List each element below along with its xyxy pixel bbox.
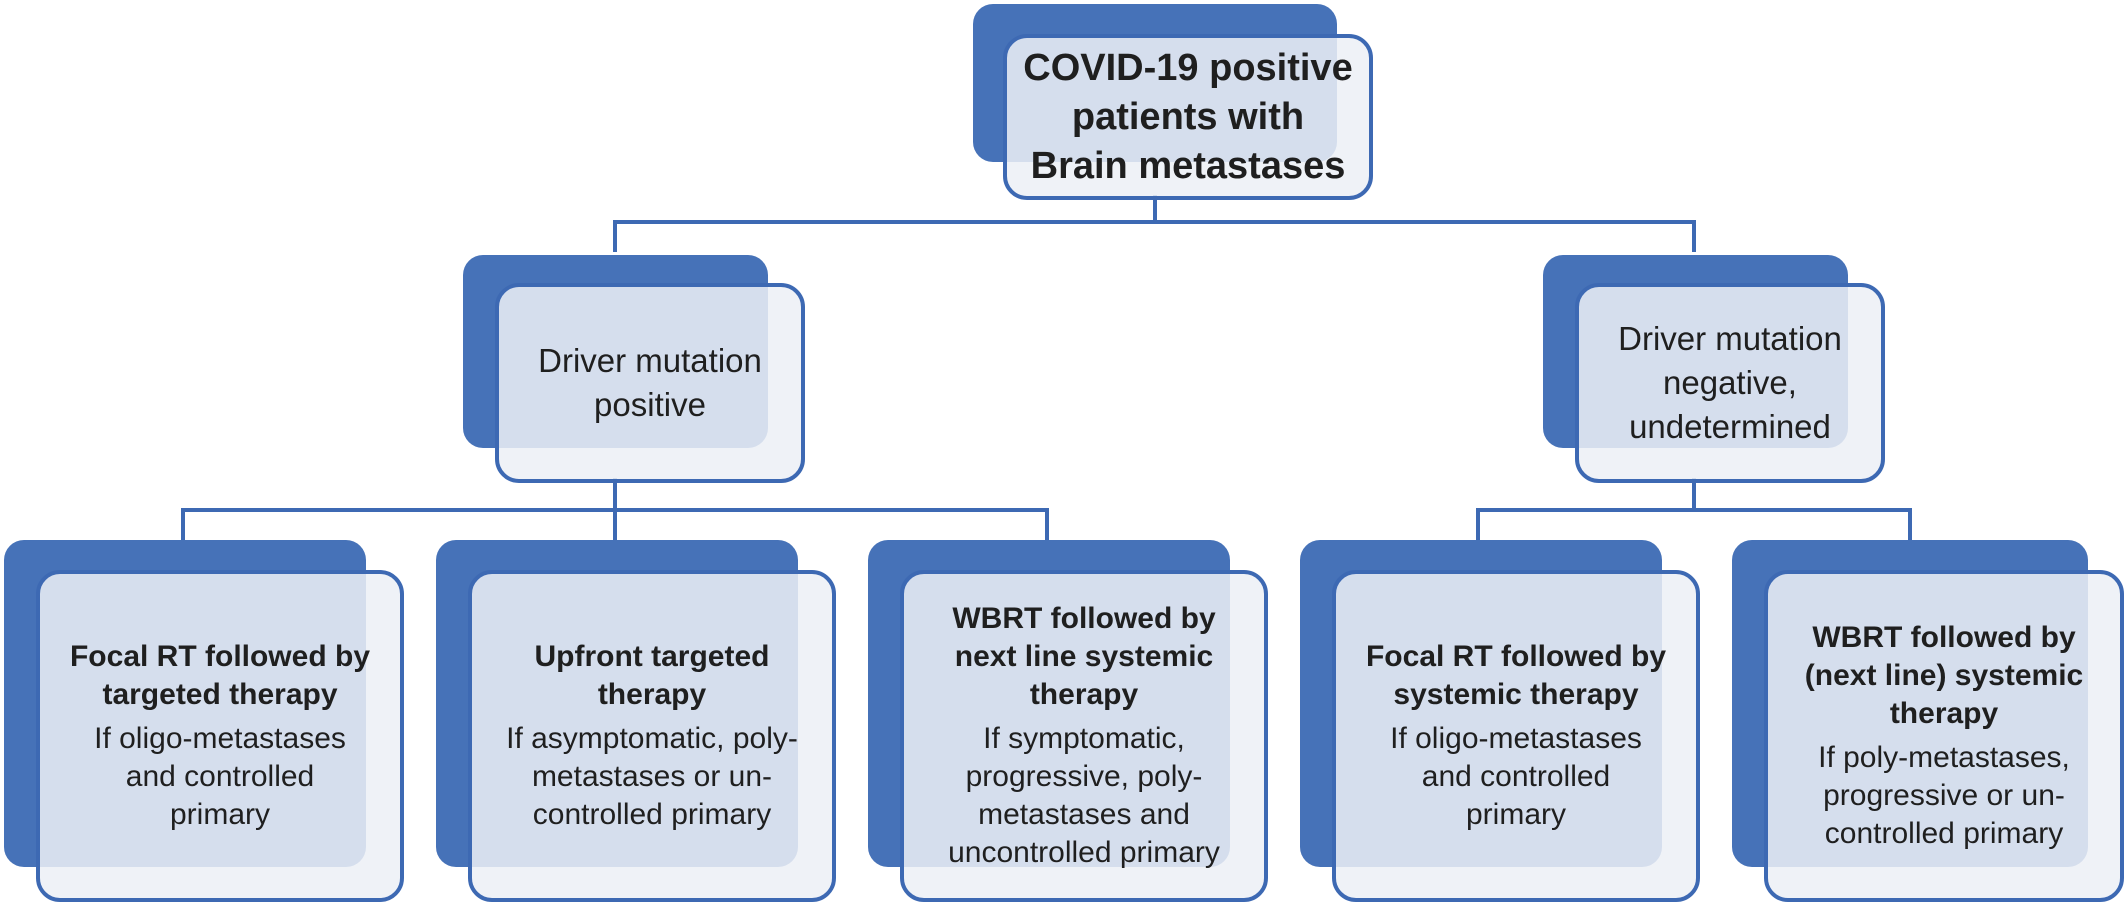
option-condition: If asymptomatic, poly- metastases or un-… (506, 722, 798, 831)
option-title: WBRT followed by next line systemic ther… (952, 602, 1216, 711)
option-upfront-targeted: Upfront targeted therapy If asymptomatic… (436, 540, 836, 902)
option-title: Focal RT followed by systemic therapy (1365, 640, 1666, 711)
node-card: Driver mutation positive (495, 283, 805, 483)
option-wbrt-systemic: WBRT followed by (next line) systemic th… (1732, 540, 2124, 902)
option-condition: If oligo-metastases and controlled prima… (1390, 722, 1642, 831)
root-node: COVID-19 positive patients with Brain me… (973, 4, 1373, 200)
option-title: WBRT followed by (next line) systemic th… (1804, 621, 2084, 730)
node-card: WBRT followed by next line systemic ther… (900, 570, 1268, 902)
node-card: WBRT followed by (next line) systemic th… (1764, 570, 2124, 902)
option-condition: If oligo-metastases and controlled prima… (94, 722, 346, 831)
node-card: Focal RT followed by targeted therapy If… (36, 570, 404, 902)
option-title: Upfront targeted therapy (534, 640, 770, 711)
option-focal-rt-systemic: Focal RT followed by systemic therapy If… (1300, 540, 1700, 902)
node-card: COVID-19 positive patients with Brain me… (1003, 34, 1373, 200)
option-title: Focal RT followed by targeted therapy (69, 640, 370, 711)
node-card: Driver mutation negative, undetermined (1575, 283, 1885, 483)
branch-label: Driver mutation positive (538, 342, 762, 423)
option-condition: If symptomatic, progressive, poly- metas… (948, 722, 1220, 869)
driver-positive-node: Driver mutation positive (463, 255, 805, 483)
branch-label: Driver mutation negative, undetermined (1618, 320, 1842, 445)
driver-negative-node: Driver mutation negative, undetermined (1543, 255, 1885, 483)
option-focal-rt-targeted: Focal RT followed by targeted therapy If… (4, 540, 404, 902)
node-card: Upfront targeted therapy If asymptomatic… (468, 570, 836, 902)
root-label: COVID-19 positive patients with Brain me… (1023, 46, 1353, 187)
node-card: Focal RT followed by systemic therapy If… (1332, 570, 1700, 902)
option-wbrt-next-line: WBRT followed by next line systemic ther… (868, 540, 1268, 902)
option-condition: If poly-metastases, progressive or un- c… (1818, 741, 2070, 850)
